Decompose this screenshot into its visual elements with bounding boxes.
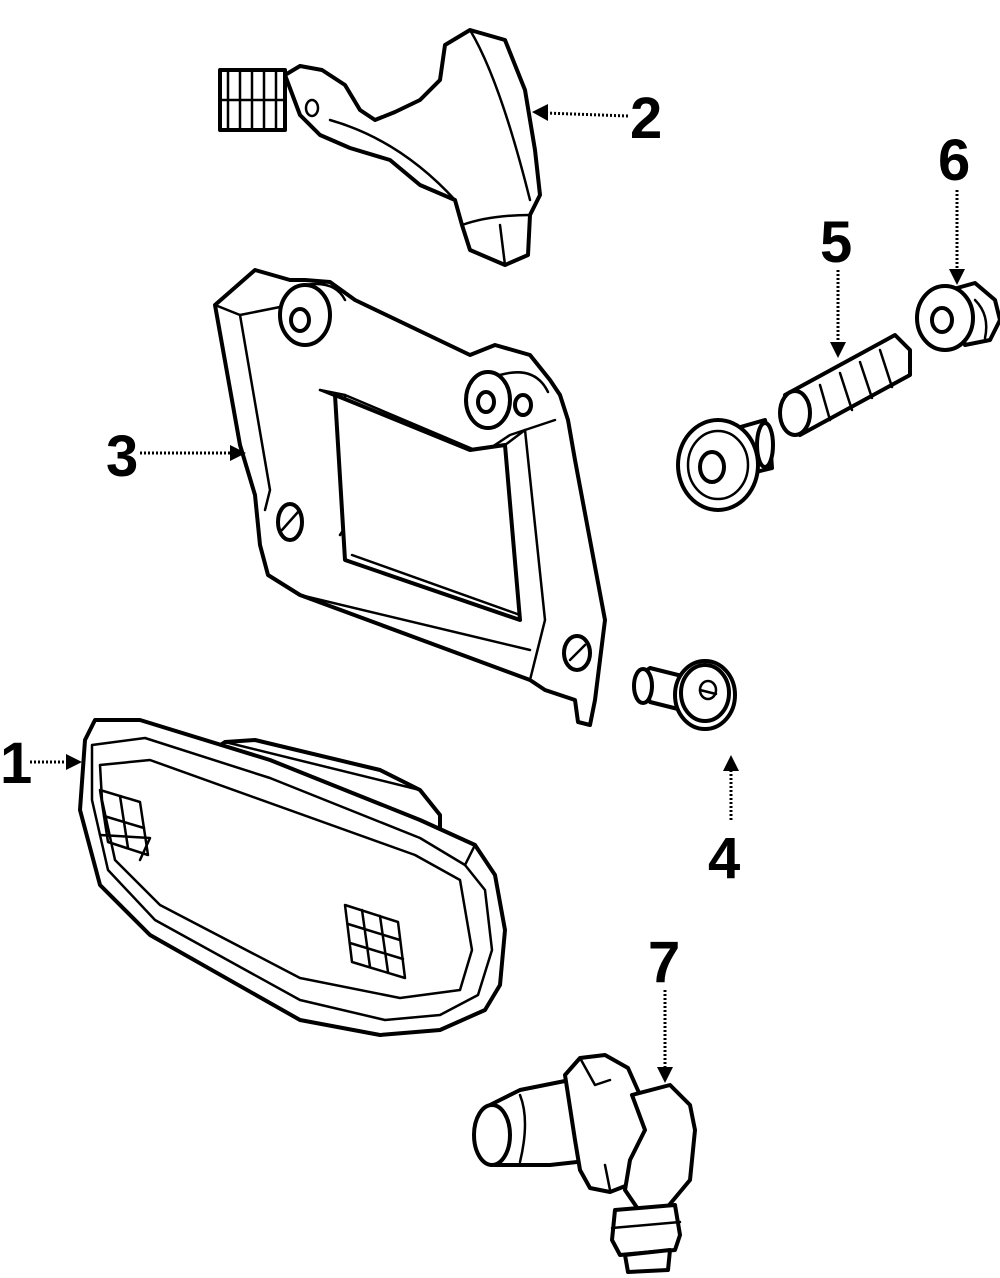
callout-6: 6	[938, 128, 970, 193]
leader-3	[140, 445, 246, 461]
part-5-grommet-stud	[676, 333, 912, 512]
lens-grid-right	[343, 903, 407, 980]
leader-1	[30, 754, 82, 770]
callout-1: 1	[0, 731, 32, 796]
leader-6	[949, 190, 965, 285]
callout-4: 4	[708, 826, 740, 891]
callout-5: 5	[820, 210, 852, 275]
leader-4	[723, 755, 739, 820]
part-6-nut	[915, 281, 1000, 352]
part-4-bolt	[632, 659, 737, 731]
leader-7	[657, 990, 673, 1083]
part-2-handle	[218, 28, 542, 267]
leader-5	[830, 270, 846, 358]
leader-2	[532, 104, 629, 121]
lens-grid-left	[98, 788, 150, 857]
part-3-bracket	[213, 268, 607, 727]
part-1-lamp	[78, 718, 507, 1037]
part-7-bulb-socket	[472, 1053, 697, 1274]
callout-7: 7	[648, 930, 680, 995]
callout-2: 2	[630, 86, 662, 151]
callout-3: 3	[106, 424, 138, 489]
